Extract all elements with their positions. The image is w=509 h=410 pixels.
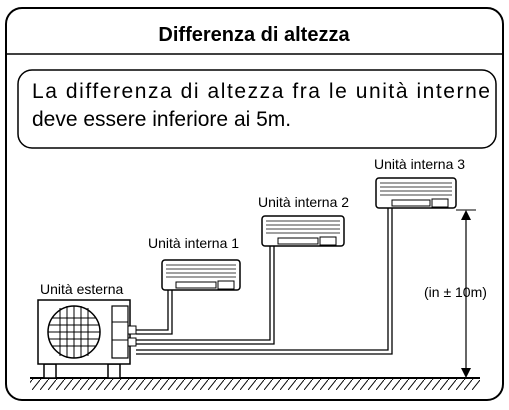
indoor-unit-3: [375, 177, 457, 209]
height-dimension: [456, 209, 476, 378]
ground: [30, 377, 480, 390]
indoor-unit-3-label: Unità interna 3: [374, 156, 465, 172]
indoor-unit-1: [161, 259, 241, 291]
indoor-unit-2: [261, 215, 345, 247]
piping: [136, 208, 393, 355]
outdoor-unit-label: Unità esterna: [40, 281, 123, 297]
fan-grille: [47, 305, 101, 359]
indoor-unit-2-label: Unità interna 2: [258, 194, 349, 210]
height-dimension-label: (in ± 10m): [424, 284, 487, 300]
diagram-title: Differenza di altezza: [158, 24, 350, 46]
outdoor-unit: [37, 299, 137, 379]
indoor-unit-1-label: Unità interna 1: [148, 235, 239, 251]
note-box: [17, 69, 497, 149]
note-line-2: deve essere inferiore ai 5m.: [32, 108, 291, 131]
